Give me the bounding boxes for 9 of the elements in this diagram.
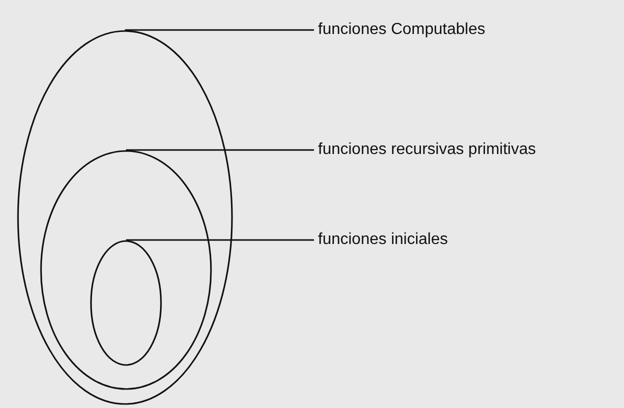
nested-ellipse	[90, 240, 162, 366]
label-text: funciones Computables	[318, 20, 486, 40]
nested-ellipse	[40, 150, 212, 390]
leader-line	[124, 29, 314, 31]
leader-line	[125, 149, 314, 151]
label-text: funciones recursivas primitivas	[318, 140, 536, 160]
nested-ellipse	[17, 30, 233, 405]
leader-line	[125, 239, 314, 241]
label-text: funciones iniciales	[318, 230, 448, 250]
